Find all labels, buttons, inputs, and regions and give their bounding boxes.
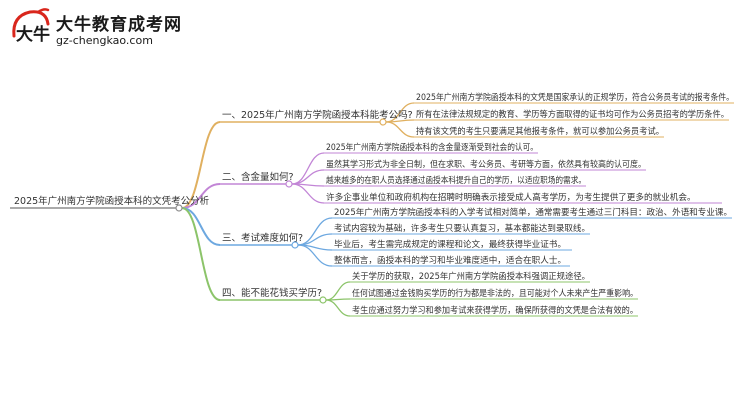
leaf-label-3-1: 2025年广州南方学院函授本科的入学考试相对简单，通常需要考生通过三门科目：政治…: [334, 206, 732, 218]
leaf-label-4-1: 关于学历的获取，2025年广州南方学院函授本科强调正规途径。: [352, 270, 590, 282]
leaf-label-4-2: 任何试图通过金钱购买学历的行为都是非法的，且可能对个人未来产生严重影响。: [352, 287, 638, 299]
leaf-edge-4-3: [325, 299, 351, 317]
leaf-edge-3-4: [297, 244, 333, 267]
branch-collapse-dot-4[interactable]: [319, 296, 327, 304]
leaf-label-1-1: 2025年广州南方学院函授本科的文凭是国家承认的正规学历，符合公务员考试的报考条…: [416, 91, 734, 103]
leaf-edge-3-1: [297, 217, 333, 246]
leaf-label-2-3: 越来越多的在职人员选择通过函授本科提升自己的学历，以适应职场的需求。: [326, 174, 586, 186]
branch-edge-4: [181, 207, 221, 301]
branch-label-4: 四、能不能花钱买学历?: [222, 287, 322, 299]
leaf-label-2-2: 虽然其学习形式为非全日制，但在求职、考公务员、考研等方面，依然具有较高的认可度。: [326, 158, 646, 170]
mindmap-nodes: 2025年广州南方学院函授本科的文凭考公分析 一、2025年广州南方学院函授本科能…: [10, 91, 734, 317]
mindmap-edges: [181, 102, 415, 317]
leaf-edge-4-1: [325, 281, 351, 301]
branch-edge-3: [181, 207, 221, 246]
leaf-label-2-4: 许多企事业单位和政府机构在招聘时明确表示接受成人高考学历，为考生提供了更多的就业…: [326, 191, 696, 203]
logo-subtitle: gz-chengkao.com: [56, 34, 153, 47]
branch-label-1: 一、2025年广州南方学院函授本科能考公吗?: [222, 109, 413, 121]
logo-icon-text: 大牛: [16, 24, 50, 45]
daniu-logo-icon: 大牛: [12, 8, 50, 45]
leaf-edge-2-2: [291, 169, 325, 185]
leaf-label-1-3: 持有该文凭的考生只要满足其他报考条件，就可以参加公务员考试。: [416, 125, 664, 137]
leaf-label-2-1: 2025年广州南方学院函授本科的含金量逐渐受到社会的认可。: [326, 141, 538, 153]
branch-label-3: 三、考试难度如何?: [222, 232, 303, 244]
leaf-edge-2-1: [291, 152, 325, 185]
branch-collapse-dot-1[interactable]: [379, 118, 387, 126]
leaf-label-3-4: 整体而言，函授本科的学习和毕业难度适中，适合在职人士。: [334, 254, 566, 266]
leaf-label-3-3: 毕业后，考生需完成规定的课程和论文，最终获得毕业证书。: [334, 238, 566, 250]
leaf-label-1-2: 所有在法律法规规定的教育、学历等方面取得的证书均可作为公务员招考的学历条件。: [416, 108, 729, 120]
branch-collapse-dot-2[interactable]: [285, 180, 293, 188]
root-label: 2025年广州南方学院函授本科的文凭考公分析: [14, 195, 210, 207]
site-logo[interactable]: 大牛 大牛教育成考网 gz-chengkao.com: [8, 6, 208, 56]
branch-edge-1: [181, 121, 221, 209]
logo-title: 大牛教育成考网: [56, 15, 182, 35]
branch-label-2: 二、含金量如何?: [222, 171, 294, 183]
leaf-edge-2-4: [291, 183, 325, 204]
root-collapse-dot[interactable]: [175, 204, 183, 212]
leaf-label-4-3: 考生应通过努力学习和参加考试来获得学历，确保所获得的文凭是合法有效的。: [352, 304, 638, 316]
branch-edge-2: [181, 183, 221, 209]
branch-collapse-dot-3[interactable]: [291, 241, 299, 249]
leaf-edge-1-3: [385, 121, 415, 138]
leaf-label-3-2: 考试内容较为基础，许多考生只要认真复习，基本都能达到录取线。: [334, 222, 590, 234]
